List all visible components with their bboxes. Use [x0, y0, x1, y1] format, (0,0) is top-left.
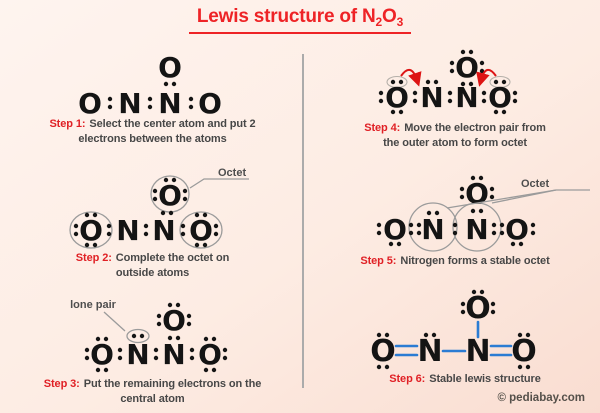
- step2-text-line2: outside atoms: [115, 267, 190, 279]
- atom-n2: N: [465, 213, 488, 246]
- step5-structure: O O N N O Octet: [376, 175, 590, 252]
- step6-text-line1: Stable lewis structure: [429, 373, 541, 385]
- electron-dots: [376, 175, 536, 247]
- atom-n1: N: [116, 214, 139, 247]
- atom-o-top: O: [158, 51, 182, 84]
- atom-o-left: O: [79, 214, 103, 247]
- page-title: Lewis structure of N2O3: [188, 6, 412, 34]
- column-divider: [302, 54, 304, 388]
- step2-label: Step 2:: [75, 252, 112, 264]
- copyright: © pediabay.com: [497, 392, 585, 404]
- step4-text-line2: the outer atom to form octet: [383, 137, 527, 149]
- atom-o-top: O: [465, 291, 491, 326]
- lone-pair-annotation: lone pair: [70, 299, 117, 311]
- moved-pair-circle-right: [489, 75, 511, 89]
- step3-text-line2: central atom: [120, 393, 185, 405]
- step6-structure: O O N N O: [370, 289, 537, 370]
- octet-leader-line-b: [491, 189, 557, 204]
- atom-n2: N: [162, 338, 185, 371]
- step4-text-line1: Move the electron pair from: [404, 122, 546, 134]
- title-prefix: Lewis structure of N: [196, 6, 376, 27]
- atom-o-right: O: [505, 213, 529, 246]
- lone-pair-circle: [126, 328, 150, 344]
- atom-o-left: O: [370, 334, 396, 369]
- atom-n1: N: [420, 81, 443, 114]
- atom-n1: N: [421, 213, 444, 246]
- atom-o-right: O: [189, 214, 213, 247]
- atom-o-right: O: [198, 87, 222, 120]
- step3-caption: Step 3:Put the remaining electrons on th…: [30, 377, 275, 407]
- electron-dots: [107, 81, 194, 110]
- atom-o-left: O: [78, 87, 102, 120]
- title-subscript-2: 2: [375, 15, 383, 29]
- octet-annotation: Octet: [521, 178, 549, 190]
- step4-structure: O O N N O: [378, 49, 518, 115]
- atom-o-right: O: [511, 334, 537, 369]
- step2-text-line1: Complete the octet on: [115, 252, 230, 264]
- atom-o-left: O: [383, 213, 407, 246]
- title-subscript-3: 3: [396, 15, 404, 29]
- electron-move-arrow-left: [400, 69, 422, 87]
- step1-structure: O O N N O: [78, 51, 222, 120]
- step3-text-line1: Put the remaining electrons on the: [83, 378, 262, 390]
- title-wrap: Lewis structure of N2O3: [0, 6, 600, 34]
- step6-caption: Step 6:Stable lewis structure: [345, 372, 585, 387]
- step2-caption: Step 2:Complete the octet on outside ato…: [30, 251, 275, 281]
- atom-n2: N: [152, 214, 175, 247]
- step2-structure: O O N N O Octet: [69, 167, 249, 249]
- electron-dots: [84, 302, 228, 373]
- electron-dots: [376, 289, 531, 370]
- octet-circle-left-o: [69, 211, 113, 249]
- atom-n2: N: [455, 81, 478, 114]
- atom-o-top: O: [162, 304, 186, 337]
- step4-caption: Step 4:Move the electron pair from the o…: [335, 121, 575, 151]
- atom-o-left: O: [385, 81, 409, 114]
- step1-text-line1: Select the center atom and put 2: [89, 118, 256, 130]
- atom-n2: N: [465, 334, 490, 369]
- step1-label: Step 1:: [49, 118, 86, 130]
- atom-o-top: O: [158, 179, 182, 212]
- step4-label: Step 4:: [364, 122, 401, 134]
- octet-annotation: Octet: [218, 167, 246, 179]
- step5-caption: Step 5:Nitrogen forms a stable octet: [335, 254, 575, 269]
- atom-n1: N: [417, 334, 442, 369]
- step3-structure: O O N N O lone pair: [70, 299, 228, 373]
- title-oxygen: O: [382, 6, 397, 27]
- step1-text-line2: electrons between the atoms: [78, 133, 227, 145]
- moved-pair-circle-left: [386, 75, 408, 89]
- octet-leader-line: [189, 178, 249, 189]
- atom-n2: N: [158, 87, 181, 120]
- electron-move-arrow-right: [476, 69, 497, 87]
- step6-label: Step 6:: [389, 373, 426, 385]
- step3-label: Step 3:: [43, 378, 80, 390]
- lone-pair-leader-line: [103, 311, 126, 332]
- atom-o-right: O: [198, 338, 222, 371]
- atom-n1: N: [118, 87, 141, 120]
- octet-circle-n1: [408, 202, 458, 252]
- atom-o-right: O: [488, 81, 512, 114]
- step5-label: Step 5:: [360, 255, 397, 267]
- electron-dots: [73, 177, 219, 248]
- atom-o-left: O: [90, 338, 114, 371]
- octet-circle-right-o: [179, 211, 223, 249]
- atom-o-top: O: [455, 51, 479, 84]
- step5-text-line1: Nitrogen forms a stable octet: [400, 255, 550, 267]
- atom-n1: N: [126, 338, 149, 371]
- electron-dots: [378, 49, 518, 115]
- step1-caption: Step 1:Select the center atom and put 2 …: [30, 117, 275, 147]
